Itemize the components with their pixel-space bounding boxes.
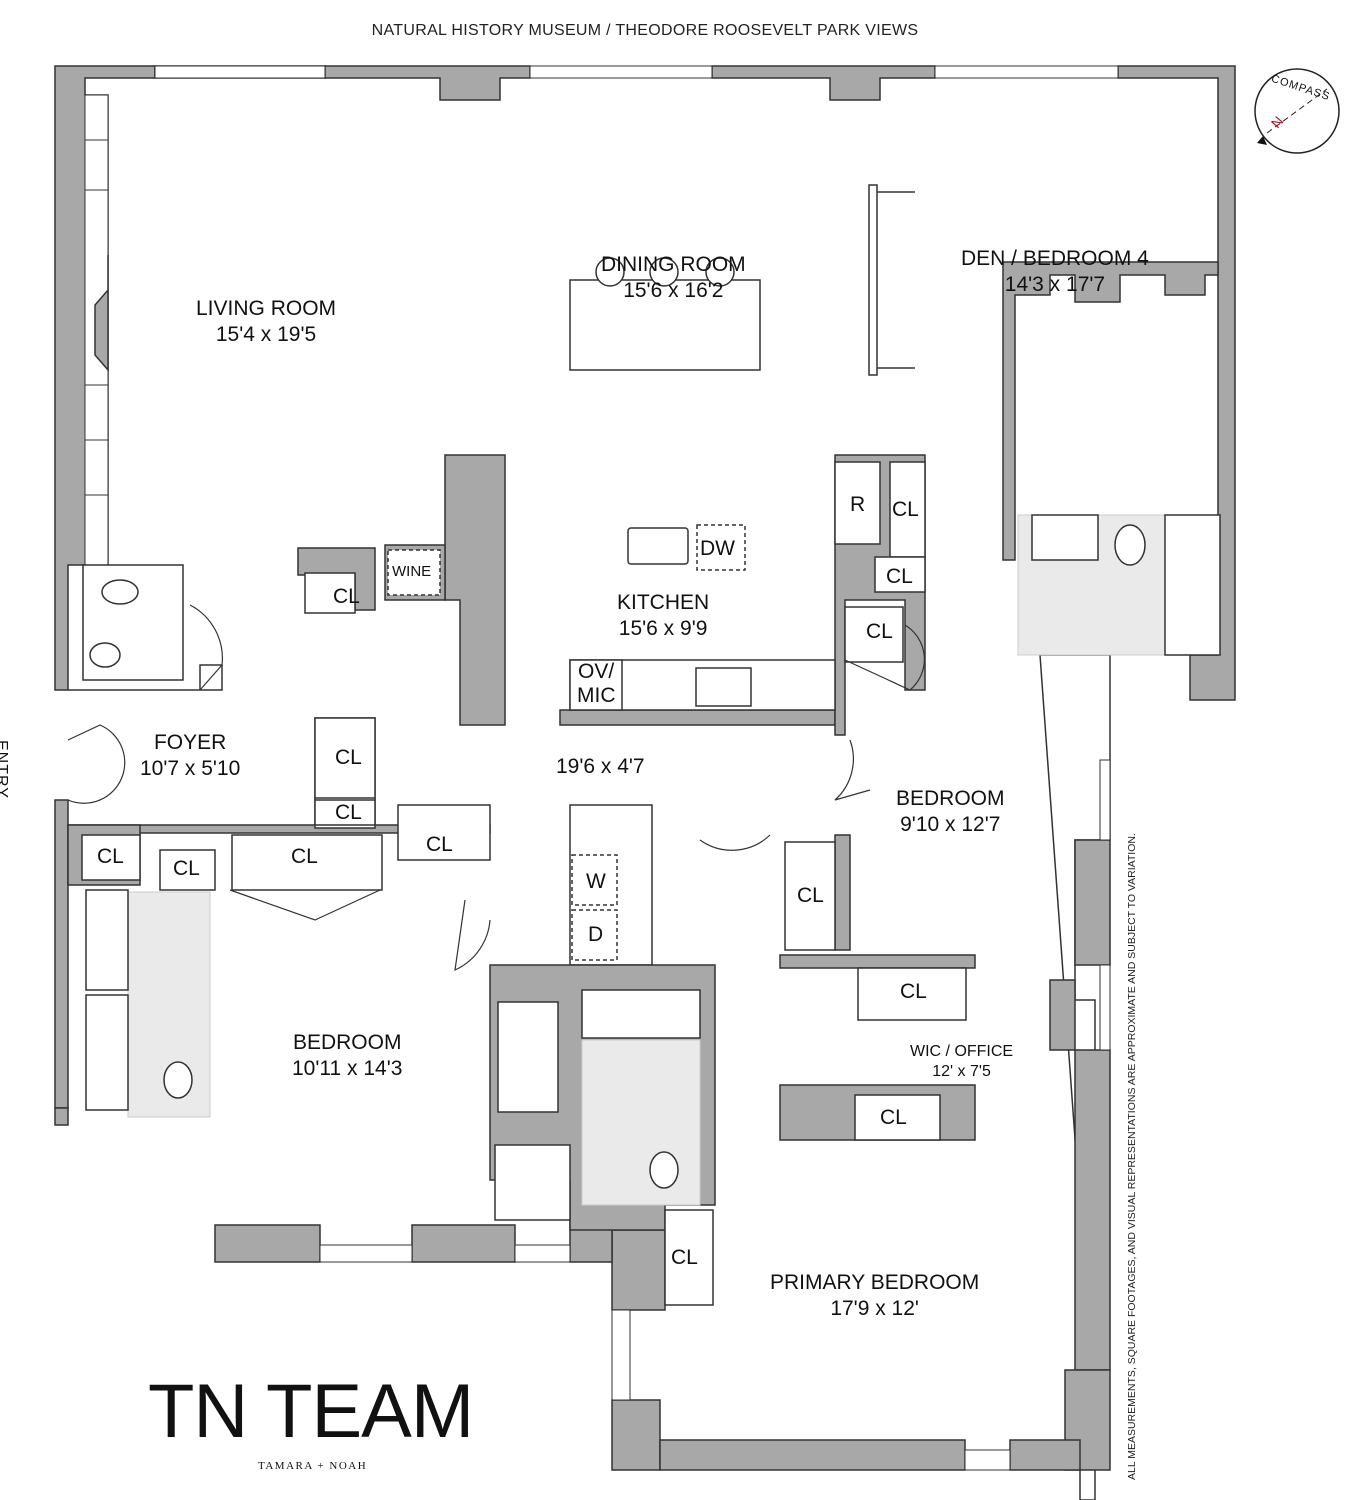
plan-title: NATURAL HISTORY MUSEUM / THEODORE ROOSEV… xyxy=(371,22,919,39)
closet-label: CL xyxy=(333,585,360,608)
room-name: BEDROOM xyxy=(292,1031,402,1054)
closet-label: CL xyxy=(886,565,913,588)
entry-label: ENTRY xyxy=(0,740,10,799)
room-dims: 10'7 x 5'10 xyxy=(140,757,241,780)
disclaimer-text: ALL MEASUREMENTS, SQUARE FOOTAGES, AND V… xyxy=(1126,833,1138,1480)
room-dims: 15'4 x 19'5 xyxy=(215,323,317,346)
compass-north: N xyxy=(1267,112,1287,132)
room-bedroom-2: BEDROOM 9'10 x 12'7 xyxy=(896,786,1005,838)
brand-logo: TN TEAM xyxy=(148,1369,474,1454)
closet-label: CL xyxy=(97,845,124,868)
wine-label: WINE xyxy=(392,563,432,580)
room-dims: 15'6 x 16'2 xyxy=(623,279,724,302)
dishwasher-label: DW xyxy=(700,537,735,560)
microwave-label: MIC xyxy=(577,684,616,707)
room-den: DEN / BEDROOM 4 14'3 x 17'7 xyxy=(961,246,1149,298)
room-name: DINING ROOM xyxy=(601,253,746,276)
room-dims: 17'9 x 12' xyxy=(830,1297,919,1320)
room-dims: 9'10 x 12'7 xyxy=(900,813,1001,836)
room-name: PRIMARY BEDROOM xyxy=(770,1271,980,1294)
closet-label: CL xyxy=(900,980,927,1003)
room-dims: 14'3 x 17'7 xyxy=(1004,273,1106,296)
closet-label: CL xyxy=(671,1246,698,1269)
hall-dims: 19'6 x 4'7 xyxy=(556,755,645,778)
compass-icon: COMPASS N xyxy=(1252,66,1342,156)
room-dims: 10'11 x 14'3 xyxy=(292,1057,403,1080)
closet-label: CL xyxy=(426,833,453,856)
room-name: LIVING ROOM xyxy=(196,297,337,320)
room-primary-bedroom: PRIMARY BEDROOM 17'9 x 12' xyxy=(770,1270,979,1322)
room-bedroom-3: BEDROOM 10'11 x 14'3 xyxy=(292,1030,402,1082)
oven-label: OV/ xyxy=(578,660,615,683)
room-name: FOYER xyxy=(153,731,227,754)
closet-label: CL xyxy=(866,620,893,643)
closet-label: CL xyxy=(797,884,824,907)
closet-label: CL xyxy=(880,1106,907,1129)
room-dining: DINING ROOM 15'6 x 16'2 xyxy=(601,252,746,304)
brand-subtitle: TAMARA + NOAH xyxy=(258,1460,368,1472)
closet-label: CL xyxy=(335,746,362,769)
room-name: BEDROOM xyxy=(896,787,1005,810)
room-name: KITCHEN xyxy=(617,591,710,614)
washer-label: W xyxy=(586,870,606,893)
room-dims: 15'6 x 9'9 xyxy=(618,617,708,640)
closet-label: CL xyxy=(173,857,200,880)
room-wic-office: WIC / OFFICE 12' x 7'5 xyxy=(910,1042,1013,1082)
compass-label: COMPASS xyxy=(1269,72,1332,104)
room-dims: 12' x 7'5 xyxy=(932,1063,991,1080)
closet-label: CL xyxy=(892,498,919,521)
room-living: LIVING ROOM 15'4 x 19'5 xyxy=(196,296,336,348)
dryer-label: D xyxy=(588,923,604,946)
room-name: WIC / OFFICE xyxy=(910,1043,1014,1060)
room-name: DEN / BEDROOM 4 xyxy=(961,247,1149,270)
refrigerator-label: R xyxy=(850,493,866,516)
room-kitchen: KITCHEN 15'6 x 9'9 xyxy=(617,590,709,642)
closet-label: CL xyxy=(335,801,362,824)
room-foyer: FOYER 10'7 x 5'10 xyxy=(140,730,240,782)
closet-label: CL xyxy=(291,845,318,868)
